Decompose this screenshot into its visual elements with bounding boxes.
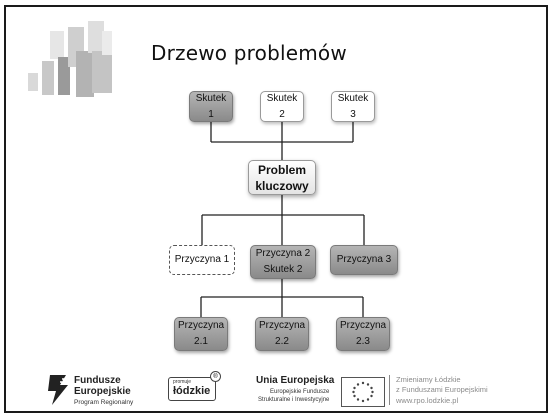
- footer-divider: [389, 375, 390, 405]
- lodzkie-label: łódzkie: [173, 385, 211, 397]
- sub-cause-node-2-3: Przyczyna 2.3: [336, 317, 390, 351]
- program-regionalny-label: Program Regionalny: [74, 399, 134, 406]
- key-problem-line1: Problem: [257, 162, 306, 177]
- key-problem-line2: kluczowy: [255, 178, 309, 193]
- fundusze-europejskie-logo-icon: [48, 375, 68, 405]
- sub-cause-2-1-line1: Przyczyna: [177, 320, 225, 331]
- effect-2-label: Skutek: [266, 92, 298, 104]
- slide-title: Drzewo problemów: [151, 41, 347, 65]
- footer-logos: Fundusze Europejskie Program Regionalny …: [6, 367, 546, 411]
- registered-mark: ®: [210, 371, 221, 382]
- slide: Drzewo problemów Skutek 1 Sku: [4, 5, 548, 413]
- sub-cause-2-2-line2: 2.2: [275, 336, 289, 347]
- tree-connectors: [200, 122, 365, 317]
- zmieniamy-url: www.rpo.lodzkie.pl: [396, 396, 459, 405]
- cause-3-line1: Przyczyna 3: [336, 254, 392, 265]
- sub-cause-2-1-line2: 2.1: [194, 336, 208, 347]
- sub-cause-node-2-1: Przyczyna 2.1: [174, 317, 228, 351]
- ue-fund-line2: Strukturalne i Inwestycyjne: [258, 397, 330, 403]
- key-problem-node: Problem kluczowy: [248, 160, 316, 195]
- cause-node-1: Przyczyna 1: [169, 245, 235, 275]
- ue-fund-line1: Europejskie Fundusze: [270, 389, 330, 395]
- fe-line1: Fundusze: [74, 375, 121, 386]
- sub-cause-2-3-line2: 2.3: [356, 336, 370, 347]
- effect-1-number: 1: [208, 108, 214, 120]
- sub-cause-2-3-line1: Przyczyna: [339, 320, 387, 331]
- unia-europejska-name: Unia Europejska: [256, 375, 335, 386]
- fe-line2: Europejskie: [74, 386, 131, 397]
- cause-1-line1: Przyczyna 1: [174, 254, 230, 265]
- sub-cause-node-2-2: Przyczyna 2.2: [255, 317, 309, 351]
- zmieniamy-line2: z Funduszami Europejskimi: [396, 385, 488, 394]
- effect-3-number: 3: [350, 108, 356, 120]
- fundusze-europejskie-name: Fundusze Europejskie: [74, 375, 131, 397]
- effect-node-1: Skutek 1: [189, 91, 233, 122]
- effect-node-3: Skutek 3: [331, 91, 375, 122]
- zmieniamy-line1: Zmieniamy Łódzkie: [396, 375, 461, 384]
- cause-2-line2: Skutek 2: [263, 264, 303, 275]
- effect-1-label: Skutek: [195, 92, 227, 104]
- sub-cause-2-2-line1: Przyczyna: [258, 320, 306, 331]
- promuje-label: promuje: [173, 379, 192, 385]
- promuje-lodzkie-logo: promuje łódzkie: [168, 377, 216, 401]
- effect-2-number: 2: [279, 108, 285, 120]
- effect-3-label: Skutek: [337, 92, 369, 104]
- cause-2-line1: Przyczyna 2: [255, 248, 311, 259]
- effect-node-2: Skutek 2: [260, 91, 304, 122]
- cause-node-2: Przyczyna 2 Skutek 2: [250, 245, 316, 279]
- eu-flag-icon: [341, 377, 385, 407]
- cause-node-3: Przyczyna 3: [330, 245, 398, 275]
- logo-mark-icon: [28, 21, 112, 97]
